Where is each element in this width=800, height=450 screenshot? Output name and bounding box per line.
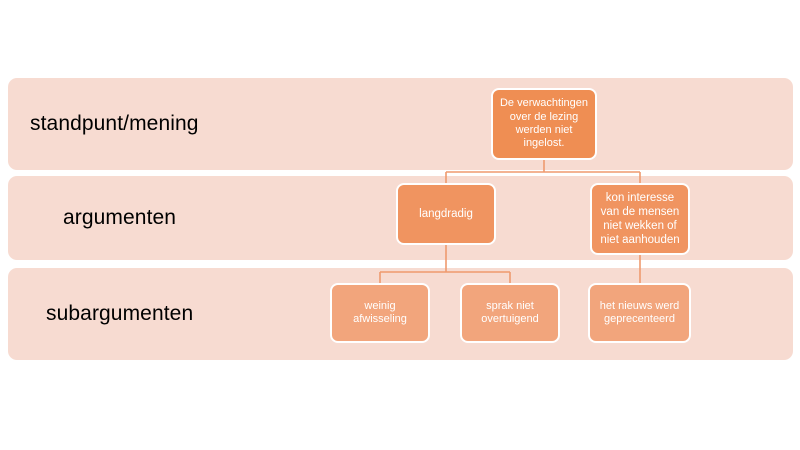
node-subargument-nieuws[interactable]: het nieuws werd geprecenteerd — [588, 283, 691, 343]
node-subargument-overtuigend[interactable]: sprak niet overtuigend — [460, 283, 560, 343]
node-argument-langdradig[interactable]: langdradig — [396, 183, 496, 245]
node-standpunt[interactable]: De verwachtingen over de lezing werden n… — [491, 88, 597, 160]
band-label-standpunt: standpunt/mening — [30, 112, 199, 135]
band-standpunt: standpunt/mening — [8, 78, 793, 170]
node-argument-interesse[interactable]: kon interesse van de mensen niet wekken … — [590, 183, 690, 255]
band-label-argumenten: argumenten — [63, 206, 177, 229]
band-label-subargumenten: subargumenten — [46, 302, 194, 325]
node-subargument-afwisseling[interactable]: weinig afwisseling — [330, 283, 430, 343]
